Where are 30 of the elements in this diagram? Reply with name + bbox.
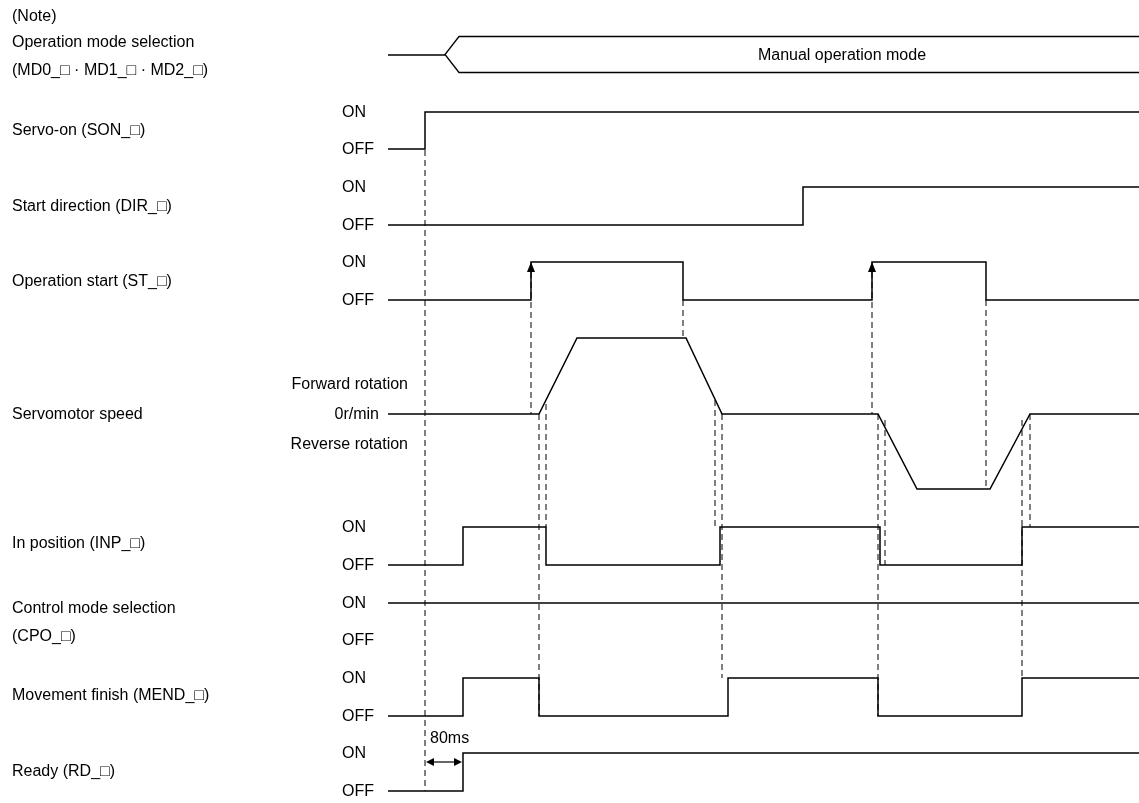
signal-name: Movement finish (MEND_□) [12, 685, 210, 705]
signal-name: Operation start (ST_□) [12, 271, 172, 291]
signal-name: Control mode selection (CPO_□) [12, 598, 177, 646]
state-label: OFF [342, 139, 374, 159]
state-text: Manual operation mode [756, 45, 927, 64]
state-label: ON [342, 252, 366, 272]
axis-label: Forward rotation [291, 374, 408, 394]
state-label: ON [342, 517, 366, 537]
signal-name: Operation mode selection (MD0_□ · MD1_□ · MD2_□) [12, 32, 210, 80]
state-label: ON [342, 743, 366, 763]
bus-state-shape [445, 36, 1139, 73]
dimension-label: 80ms [430, 728, 470, 748]
signal-name: Ready (RD_□) [12, 761, 116, 781]
state-label: ON [342, 102, 366, 122]
axis-label: 0r/min [334, 404, 379, 424]
state-label: OFF [342, 215, 374, 235]
signal-name: In position (INP_□) [12, 533, 146, 553]
state-label: ON [342, 177, 366, 197]
state-label: OFF [342, 630, 374, 650]
state-label: OFF [342, 706, 374, 726]
state-label: OFF [342, 290, 374, 310]
state-label: OFF [342, 555, 374, 575]
signal-name: Servo-on (SON_□) [12, 120, 146, 140]
state-label: OFF [342, 781, 374, 801]
note-text: (Note) [12, 6, 57, 26]
state-label: ON [342, 593, 366, 613]
signal-name: Start direction (DIR_□) [12, 196, 172, 216]
state-label: ON [342, 668, 366, 688]
axis-label: Reverse rotation [290, 434, 408, 454]
signal-name: Servomotor speed [12, 404, 143, 424]
